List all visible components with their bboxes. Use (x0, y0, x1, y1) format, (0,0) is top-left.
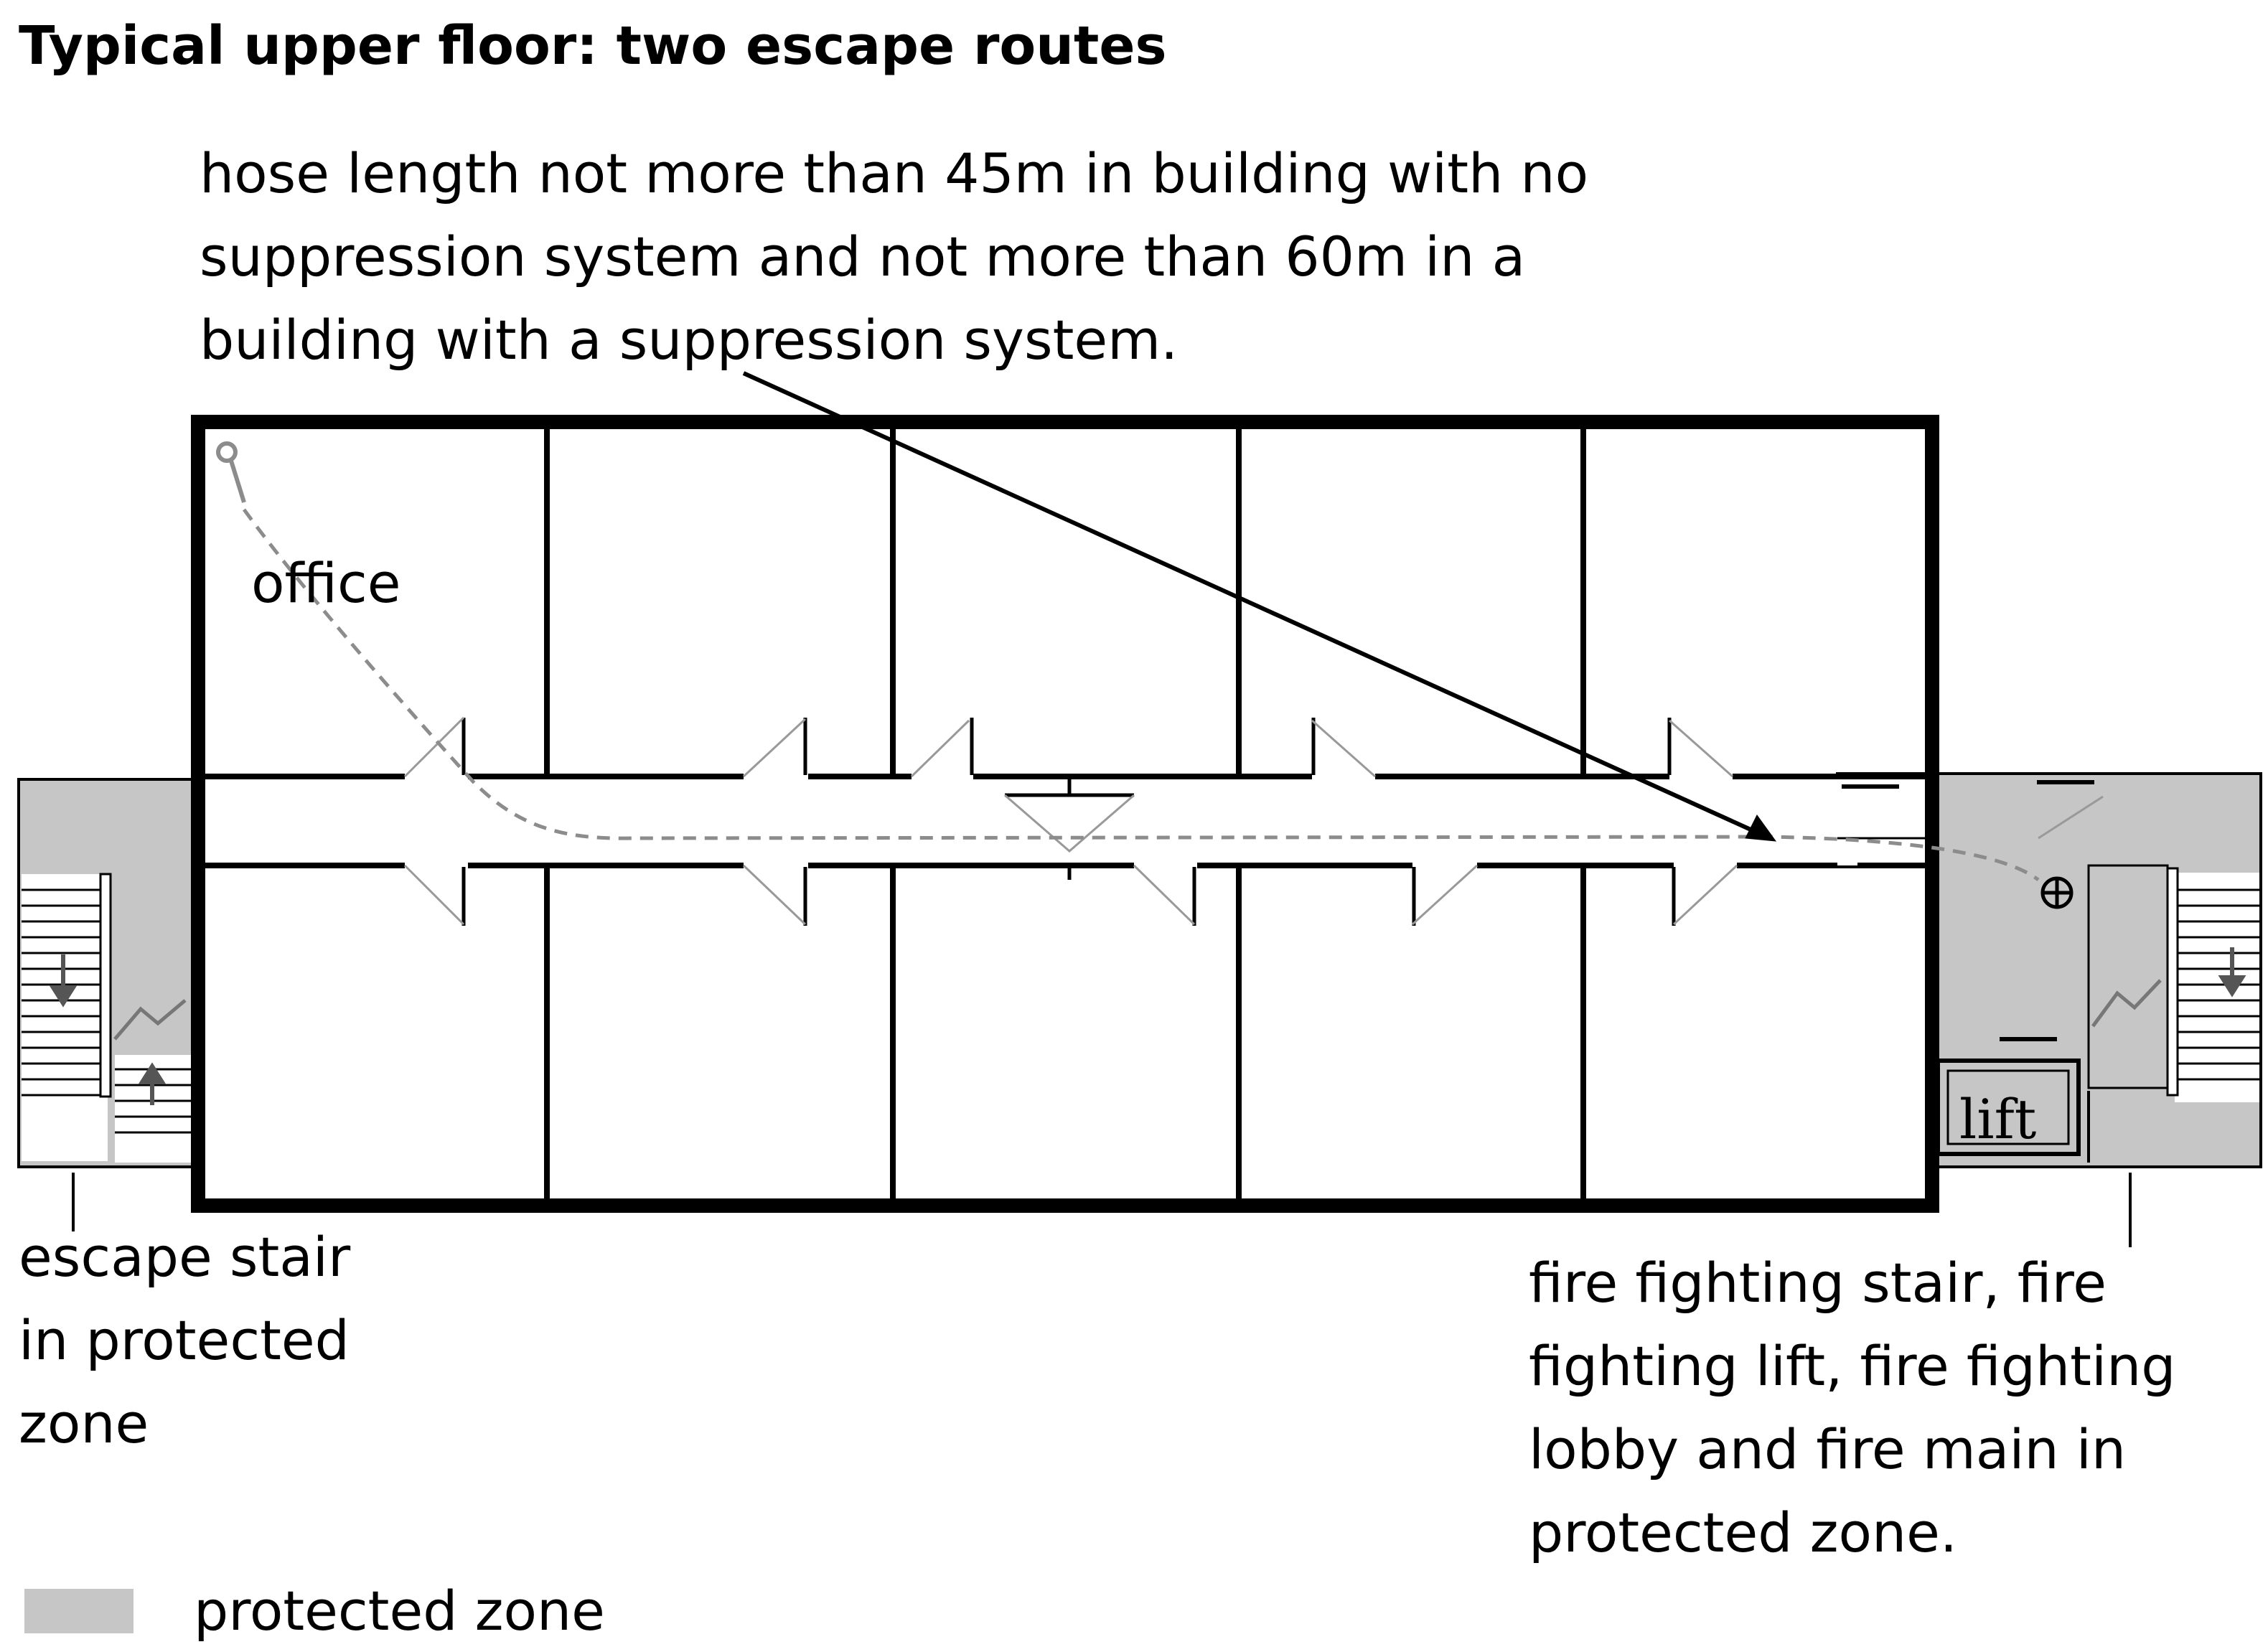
escape-stair (22, 777, 284, 1163)
fire-fighting-note: fire fighting stair, fire fighting lift,… (1529, 1242, 2176, 1574)
escape-note-line-1: escape stair (19, 1225, 351, 1289)
hose-note-line-2: suppression system and not more than 60m… (200, 225, 1526, 288)
stair-break-line (2091, 979, 2162, 1028)
escape-note-line-2: in protected (19, 1308, 350, 1372)
office-label: office (251, 551, 401, 615)
fire-main-outlet-icon (2040, 876, 2073, 909)
hose-length-pointer (742, 371, 1777, 842)
escape-route (216, 441, 2040, 881)
diagram-title: Typical upper floor: two escape routes (19, 15, 1167, 77)
lift-label: lift (1959, 1087, 2037, 1151)
escape-stair-note: escape stair in protected zone (19, 1216, 350, 1465)
route-start-point (216, 441, 238, 463)
hose-note-line-3: building with a suppression system. (200, 308, 1178, 372)
escape-note-line-3: zone (19, 1391, 149, 1455)
leader-lines (72, 1173, 2132, 1247)
stair-break-line (113, 999, 187, 1041)
legend-label: protected zone (194, 1579, 605, 1643)
fire-fighting-core (1837, 780, 2259, 1163)
hose-length-note: hose length not more than 45m in buildin… (200, 132, 1588, 382)
building-walls (191, 415, 1939, 1213)
ff-note-line-3: lobby and fire main in (1529, 1417, 2127, 1481)
doors (403, 716, 1738, 926)
arrow-down-icon (2218, 947, 2246, 998)
arrow-up-icon (138, 1062, 167, 1105)
legend-swatch (24, 1589, 133, 1633)
fire-fighting-lift (1936, 1059, 2081, 1156)
ff-note-line-2: fighting lift, fire fighting (1529, 1334, 2176, 1398)
ff-note-line-1: fire fighting stair, fire (1529, 1251, 2107, 1315)
hose-note-line-1: hose length not more than 45m in buildin… (200, 141, 1589, 205)
ff-note-line-4: protected zone. (1529, 1501, 1958, 1564)
arrow-down-icon (49, 954, 78, 1008)
